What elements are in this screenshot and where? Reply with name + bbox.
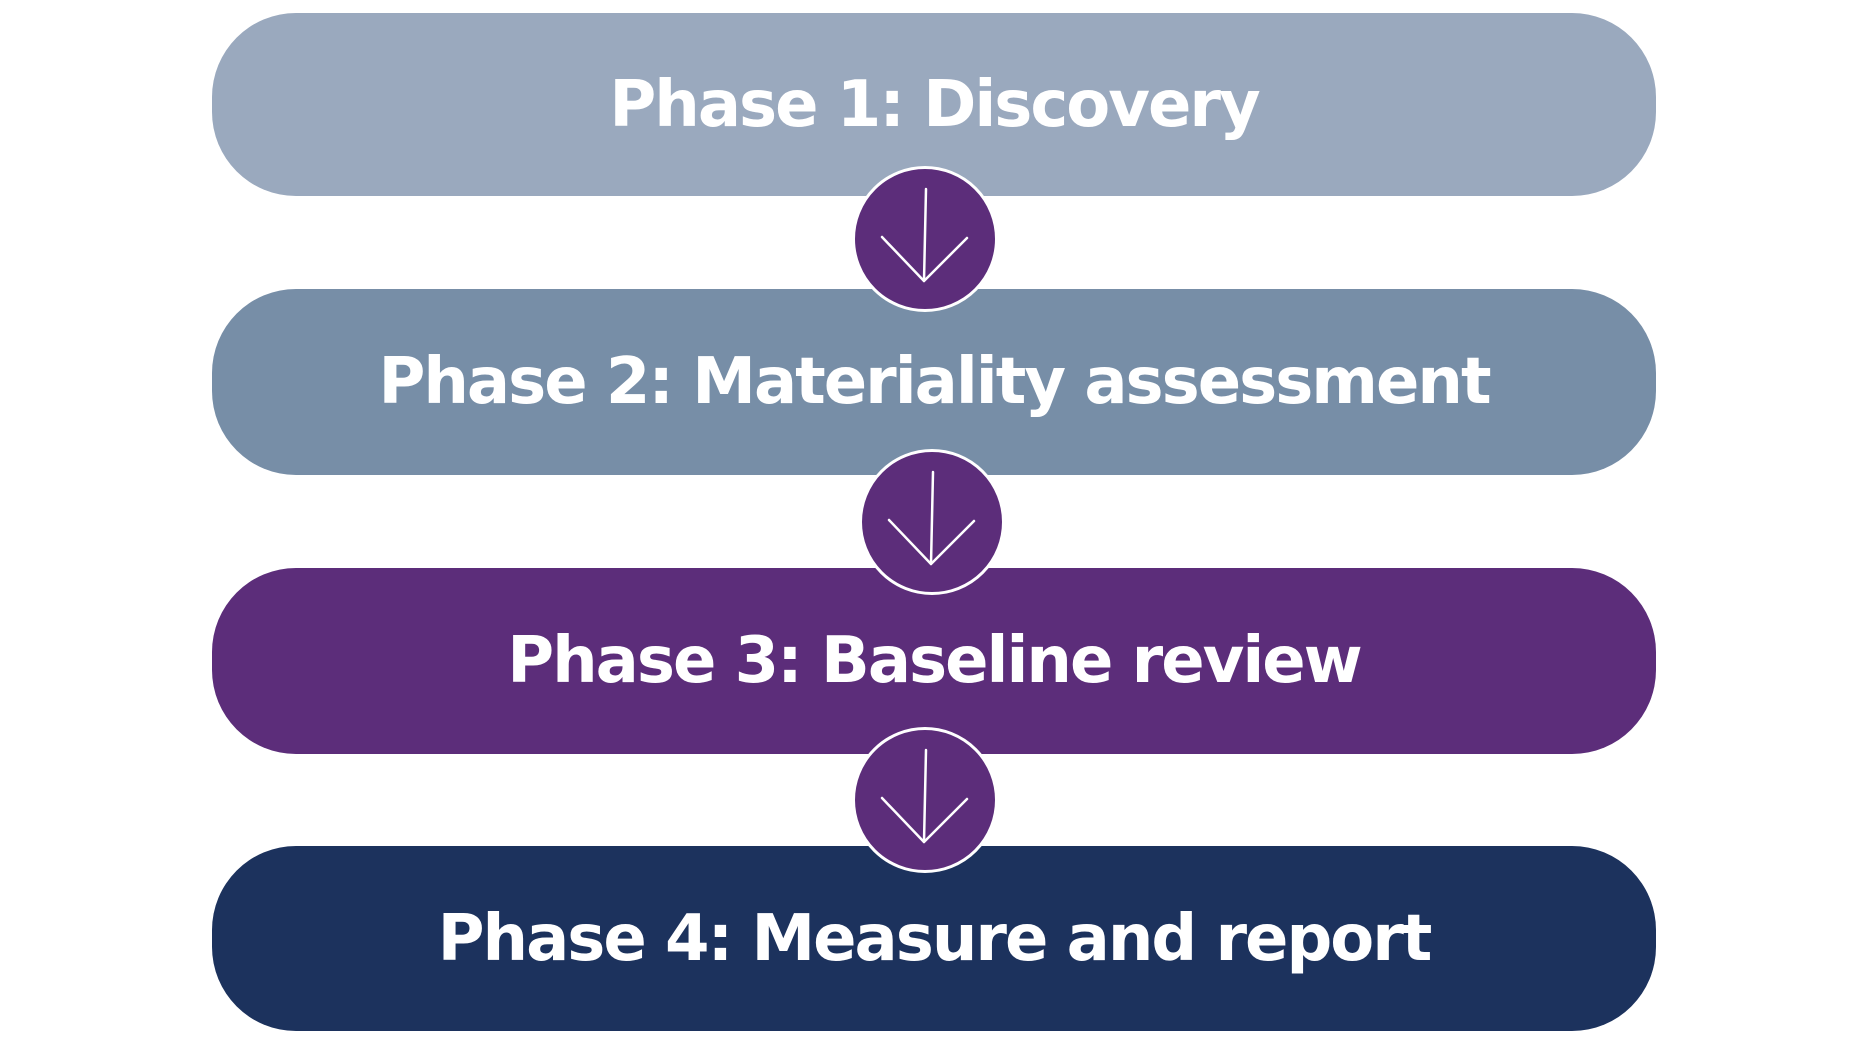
phase-2-label: Phase 2: Materiality assessment [378,345,1491,419]
phase-4-box: Phase 4: Measure and report [212,846,1656,1031]
connector-1-circle [852,166,998,312]
arrow-down-icon [880,187,969,283]
arrow-down-icon [880,748,969,844]
phase-3-label: Phase 3: Baseline review [507,624,1363,698]
phase-4-label: Phase 4: Measure and report [437,901,1433,976]
arrow-down-icon [887,470,976,566]
phase-1-label: Phase 1: Discovery [609,67,1260,142]
connector-3-circle [852,727,998,873]
phase-3-box: Phase 3: Baseline review [212,568,1656,754]
phase-2-box: Phase 2: Materiality assessment [212,289,1656,475]
phase-1-box: Phase 1: Discovery [212,13,1656,196]
connector-2-circle [859,449,1005,595]
